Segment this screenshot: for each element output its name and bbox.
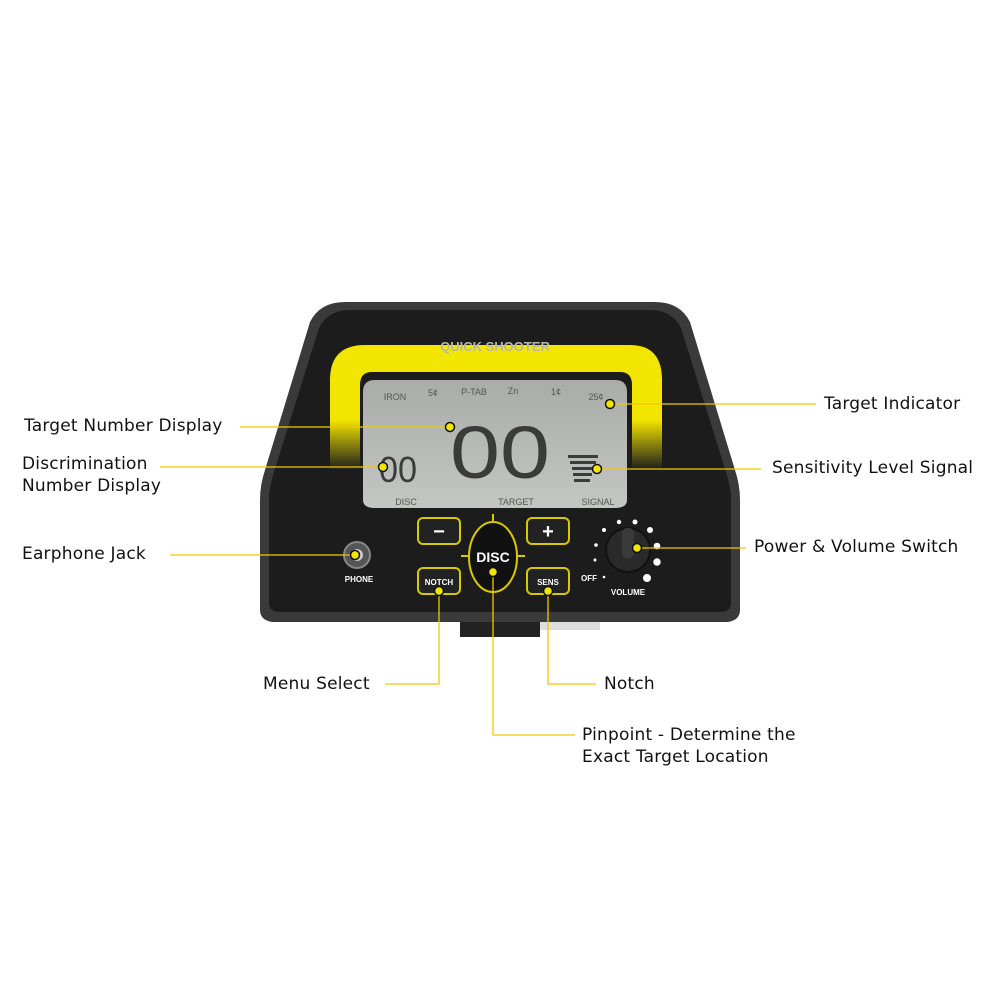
lcd-disc-label: DISC [395,497,417,507]
callout-menu-select: Menu Select [263,674,370,694]
callout-discrimination-line1: Discrimination [22,454,148,474]
lcd-target-ptab: P-TAB [461,387,487,397]
volume-label: VOLUME [611,588,646,597]
minus-button[interactable]: − [417,517,461,545]
lcd-target-zn: Zn [508,386,519,396]
signal-bars-icon [568,455,598,482]
volume-scale-dots [593,519,661,582]
svg-text:−: − [433,521,445,543]
callout-discrimination-line2: Number Display [22,476,162,496]
power-volume-knob[interactable] [605,527,651,573]
callout-pinpoint-line2: Exact Target Location [582,747,769,767]
callout-sensitivity-level-signal: Sensitivity Level Signal [772,458,974,478]
lcd-target-25c: 25¢ [588,392,603,402]
callout-target-number-display: Target Number Display [24,416,223,436]
brand-logo: QUICK SHOOTER [440,339,550,354]
callout-earphone-jack: Earphone Jack [22,544,146,564]
lcd-target-label: TARGET [498,497,534,507]
svg-text:DISC: DISC [476,549,509,565]
callout-power-volume-switch: Power & Volume Switch [754,537,959,557]
svg-text:SENS: SENS [537,578,559,587]
svg-text:+: + [542,521,554,543]
callout-lines [160,403,816,736]
callout-dots [349,398,643,597]
lcd-target-1c: 1¢ [551,387,561,397]
yellow-bezel [330,345,662,470]
svg-text:NOTCH: NOTCH [425,578,454,587]
callout-target-indicator: Target Indicator [824,394,961,414]
notch-button[interactable]: NOTCH [417,567,461,595]
plus-button[interactable]: + [526,517,570,545]
lcd-signal-label: SIGNAL [581,497,614,507]
label-sticker [540,620,600,630]
lcd-screen [363,380,627,508]
lcd-target-iron: IRON [384,392,407,402]
callout-pinpoint-line1: Pinpoint - Determine the [582,725,796,745]
off-label: OFF [581,574,597,583]
callout-notch: Notch [604,674,655,694]
lcd-target-5c: 5¢ [428,388,438,398]
phone-label: PHONE [345,575,374,584]
lcd-target-digits: 00 [450,411,550,494]
